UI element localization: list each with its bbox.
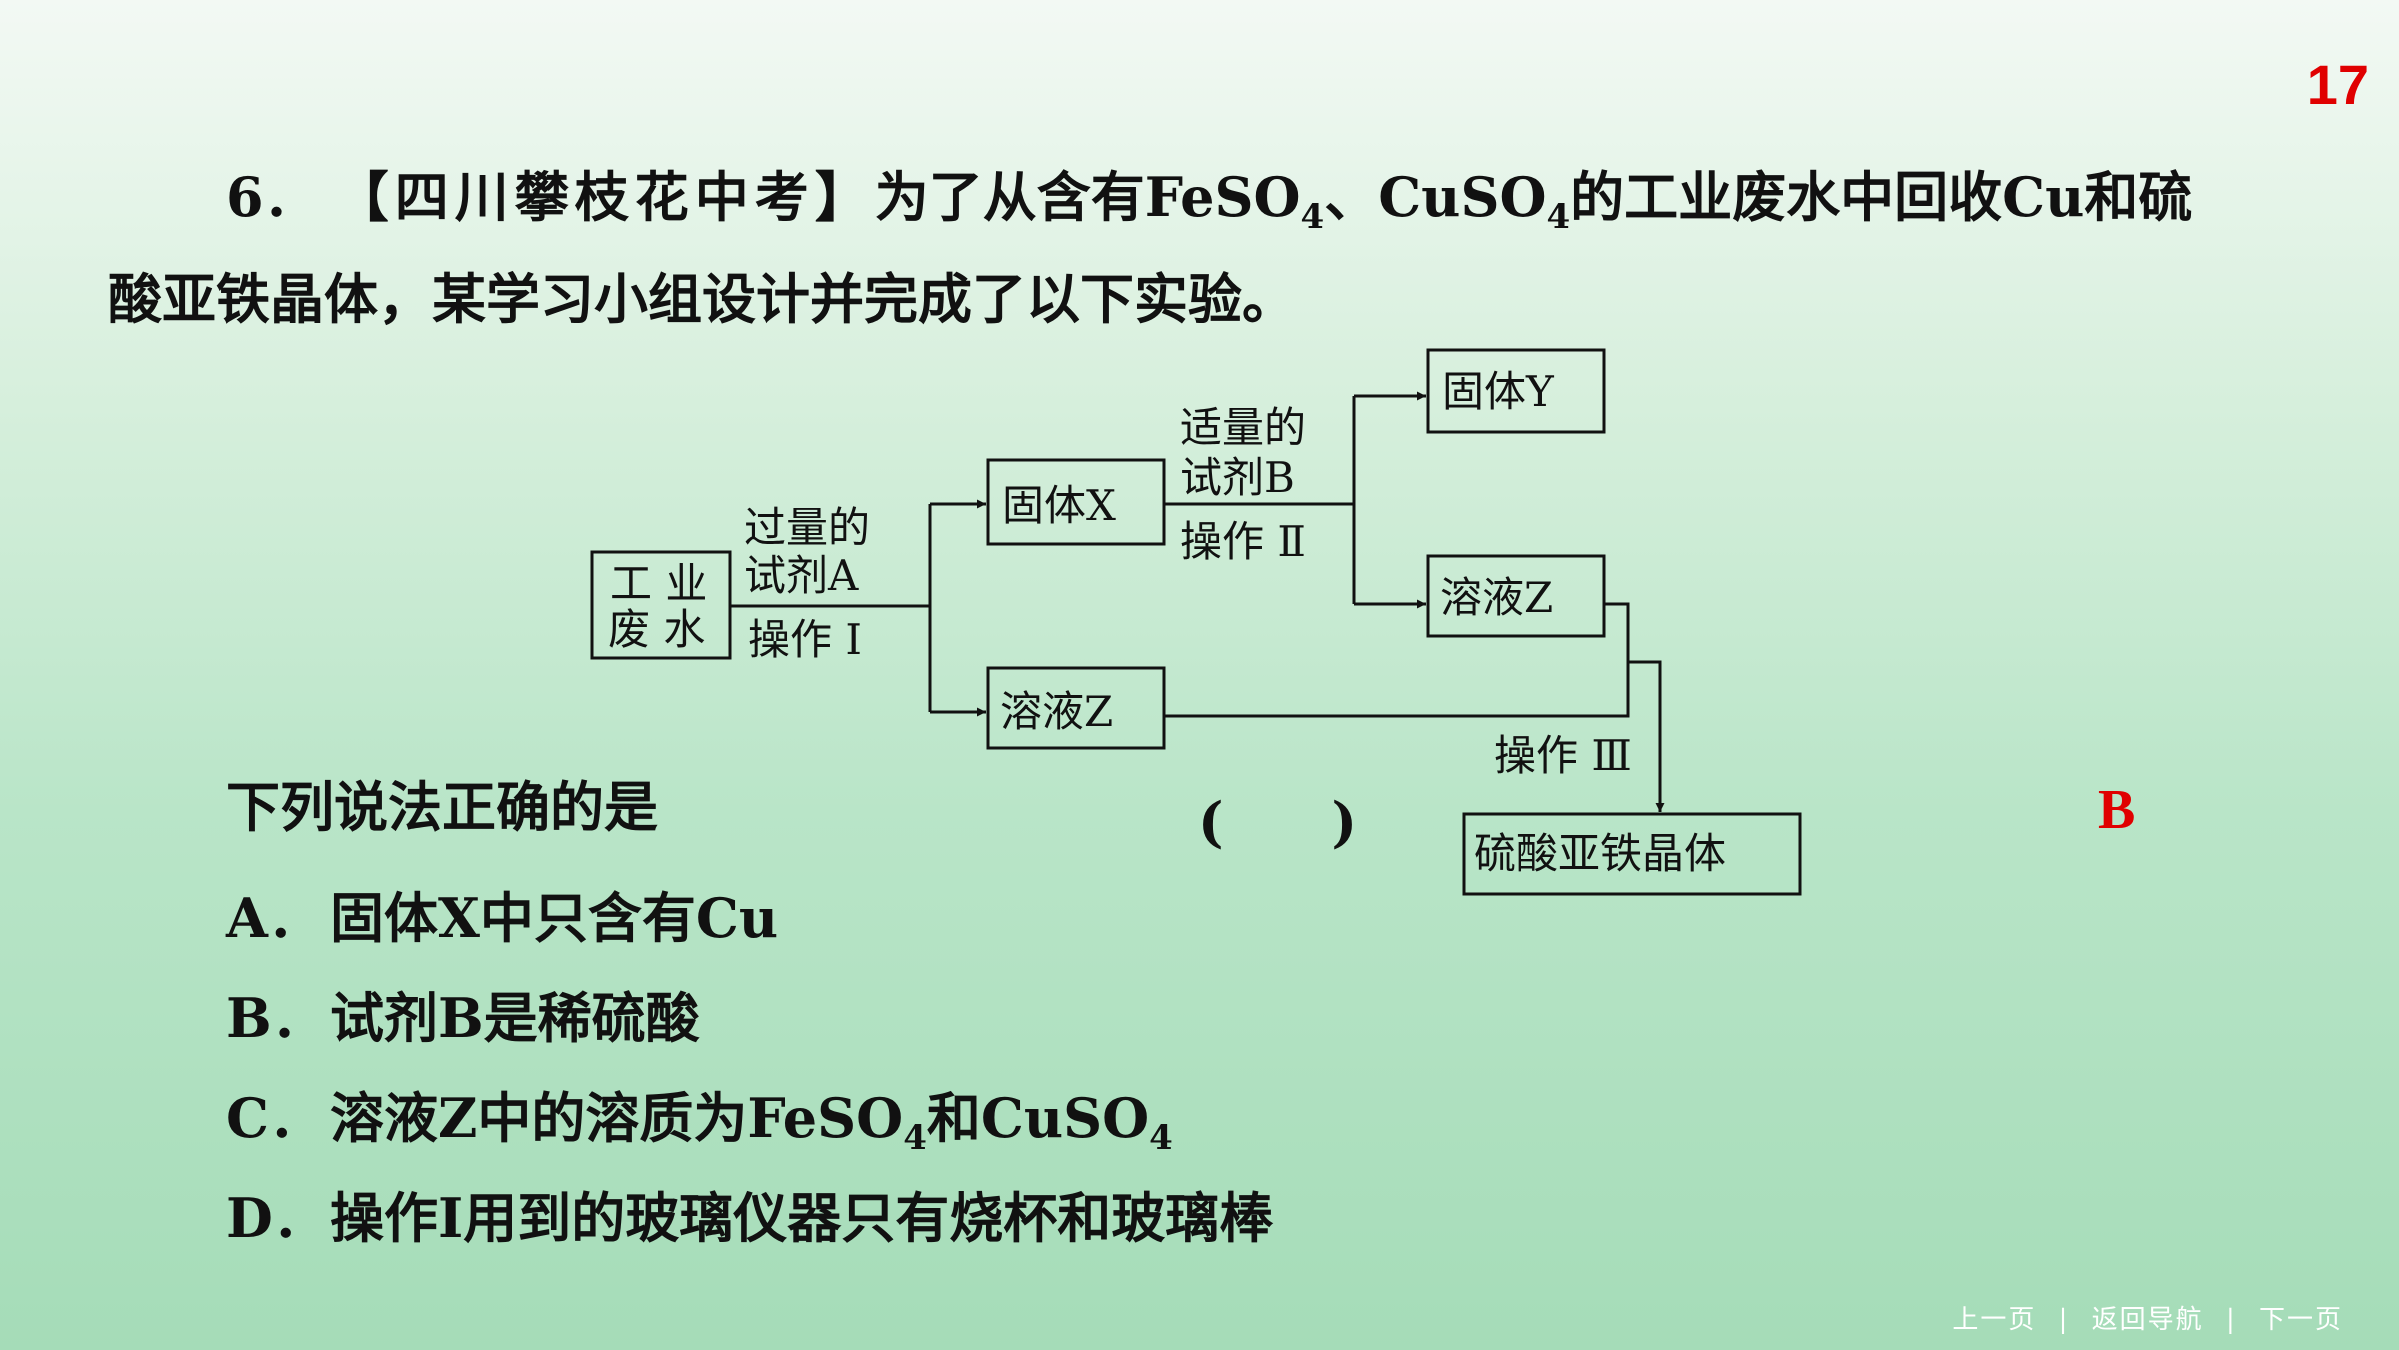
option-b: B．试剂B是稀硫酸 [226,974,700,1053]
option-c: C．溶液Z中的溶质为FeSO4和CuSO4 [226,1074,1173,1155]
label-reagent-b-2: 试剂B [1180,453,1295,502]
nav-separator: | [2058,1305,2070,1335]
label-op1: 操作 Ⅰ [748,615,862,664]
answer: B [2098,779,2136,841]
option-text-a: 溶液Z中的溶质为FeSO [330,1086,904,1150]
option-key: B． [226,986,326,1050]
option-text: 操作I用到的玻璃仪器只有烧杯和玻璃棒 [330,1186,1274,1250]
question-line-1: 6． 【四川攀枝花中考】为了从含有FeSO4、CuSO4的工业废水中回收Cu和硫 [226,146,2192,249]
box-solid-x [986,458,1166,546]
prompt-text: 下列说法正确的是 [226,775,658,839]
question-number: 6． [226,165,318,229]
nav-separator: | [2225,1305,2237,1335]
subscript: 4 [1546,197,1571,237]
box-solution-z-upper [1426,554,1606,638]
label-reagent-a-2: 试剂A [744,551,859,600]
nav-next-link[interactable]: 下一页 [2258,1305,2343,1335]
option-a: A．固体X中只含有Cu [226,874,778,953]
slide-navigation: 上一页 | 返回导航 | 下一页 [1946,1299,2349,1336]
arrow-merge [1164,662,1630,718]
box-solution-z-lower [986,666,1166,750]
question-text-line2: 酸亚铁晶体，某学习小组设计并完成了以下实验。 [108,267,1296,331]
prompt: 下列说法正确的是 [226,756,658,859]
question-text-b: 、CuSO [1324,165,1547,229]
label-op2: 操作 Ⅱ [1180,517,1306,566]
subscript: 4 [1300,197,1325,237]
label-reagent-b-1: 适量的 [1180,403,1306,452]
box-product [1462,812,1802,896]
label-solution-z-lower: 溶液Z [1000,687,1113,736]
question-text-c: 的工业废水中回收Cu和硫 [1570,165,2193,229]
label-wastewater-1: 工 业 [610,559,707,608]
option-key: C． [226,1086,323,1150]
label-product: 硫酸亚铁晶体 [1474,829,1726,878]
option-key: A． [226,886,322,950]
page-number: 17 [2306,53,2369,116]
label-solid-y: 固体Y [1442,367,1555,416]
option-d: D．操作I用到的玻璃仪器只有烧杯和玻璃棒 [226,1174,1273,1253]
label-op3: 操作 Ⅲ [1494,731,1632,780]
nav-home-link[interactable]: 返回导航 [2091,1305,2204,1335]
label-solid-x: 固体X [1002,481,1116,530]
question-source: 【四川攀枝花中考】 [334,165,875,229]
nav-prev-link[interactable]: 上一页 [1952,1305,2037,1335]
option-text: 试剂B是稀硫酸 [330,986,700,1050]
option-text-b: 和CuSO [926,1086,1150,1150]
box-solid-y [1426,348,1606,434]
arrow-to-product [1604,602,1665,812]
label-solution-z-upper: 溶液Z [1440,573,1553,622]
question-text-a: 为了从含有FeSO [874,165,1301,229]
question-line-2: 酸亚铁晶体，某学习小组设计并完成了以下实验。 [108,248,1296,351]
subscript: 4 [1149,1118,1173,1158]
option-key: D． [226,1186,327,1250]
subscript: 4 [903,1118,927,1158]
label-wastewater-2: 废 水 [608,605,705,654]
option-text: 固体X中只含有Cu [330,886,779,950]
label-reagent-a-1: 过量的 [744,503,870,552]
answer-parentheses: ( ) [1198,790,1358,854]
